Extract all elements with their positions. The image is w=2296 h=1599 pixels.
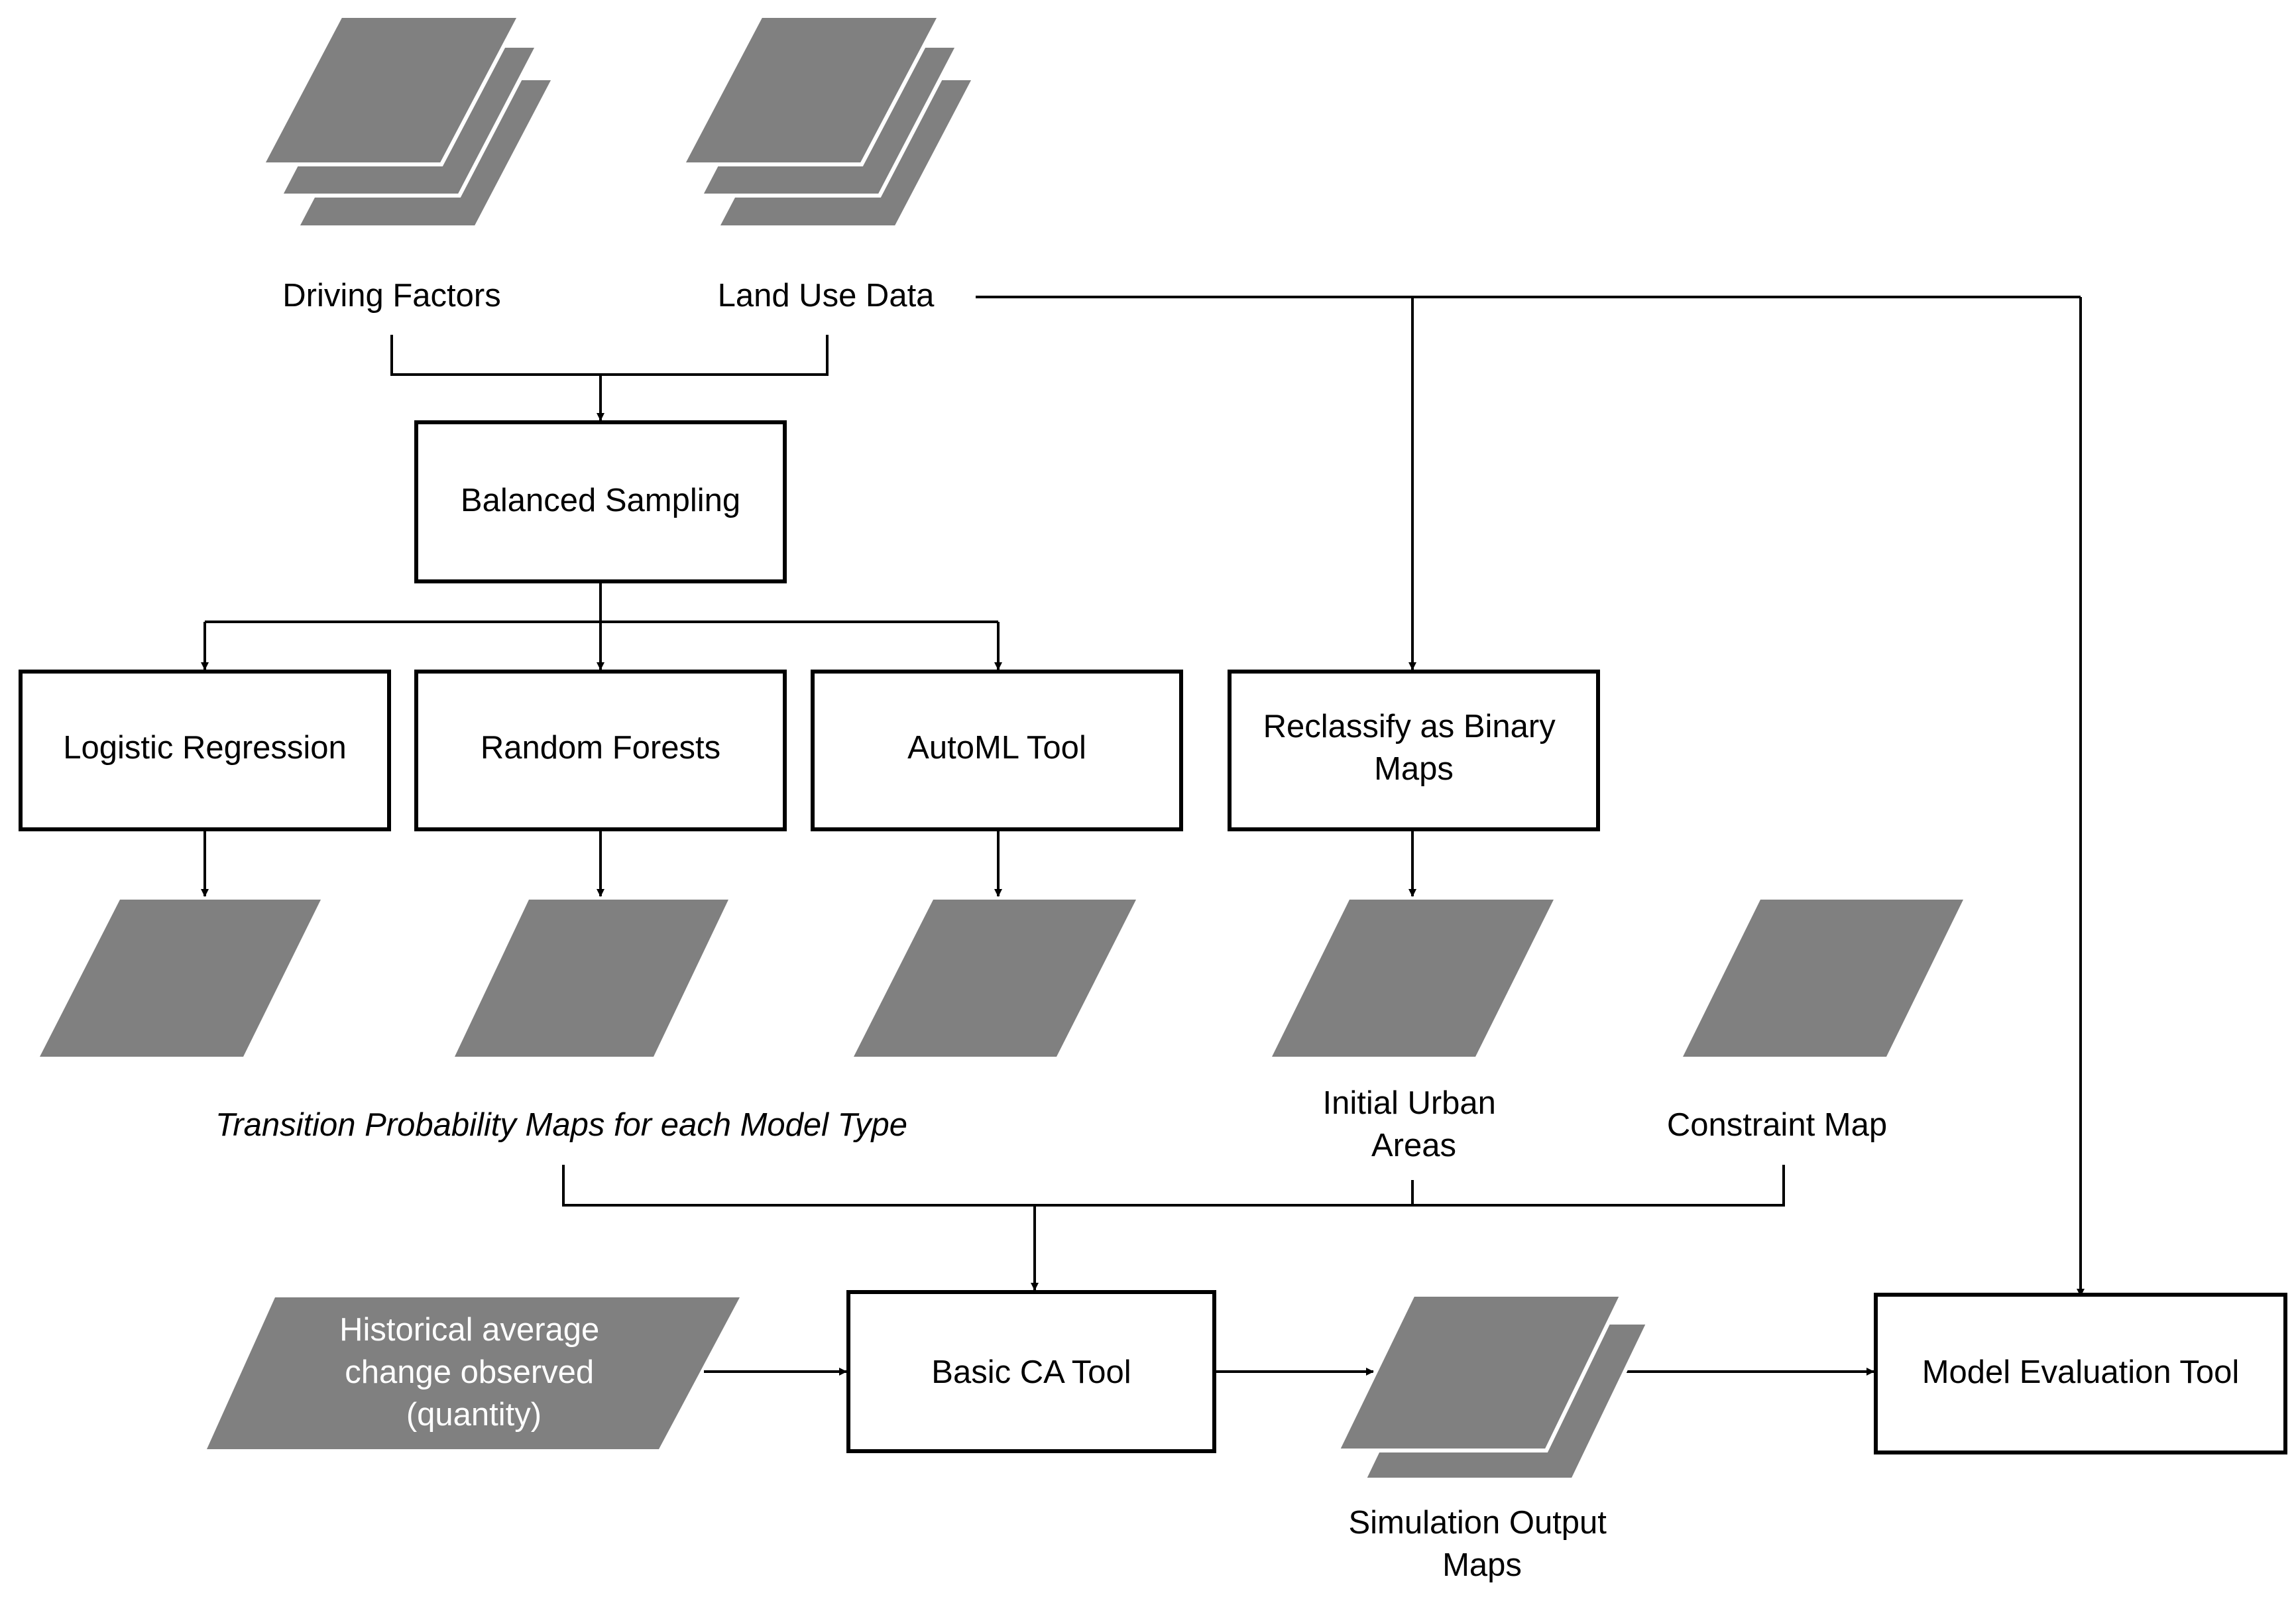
balanced-sampling-box <box>414 420 787 583</box>
land-use-data-stack-icon <box>679 14 978 229</box>
simulation-output-label: Simulation Output Maps <box>1348 1505 1615 1583</box>
basic-ca-tool-box <box>846 1290 1216 1453</box>
automl-tool-box <box>811 670 1183 831</box>
initial-urban-map-icon <box>1272 900 1554 1057</box>
initial-urban-line-1: Initial Urban <box>1322 1085 1495 1121</box>
model-evaluation-tool-label: Model Evaluation Tool <box>1922 1354 2240 1390</box>
automl-tool-label: AutoML Tool <box>907 730 1086 766</box>
reclassify-label-line-2: Maps <box>1374 751 1454 787</box>
driving-factors-stack-icon <box>259 14 557 229</box>
logistic-regression-label: Logistic Regression <box>63 730 347 766</box>
historical-change-line-1: Historical average <box>339 1312 599 1348</box>
balanced-sampling-label: Balanced Sampling <box>461 483 740 518</box>
historical-change-label: Historical average change observed (quan… <box>339 1312 608 1433</box>
constraint-map-icon <box>1683 900 1963 1057</box>
driving-factors-label: Driving Factors <box>282 278 500 314</box>
logistic-regression-box <box>19 670 391 831</box>
model-evaluation-tool-box <box>1874 1293 2287 1454</box>
reclassify-label: Reclassify as Binary Maps <box>1263 709 1565 787</box>
historical-change-line-2: change observed <box>345 1354 594 1390</box>
reclassify-box <box>1228 670 1600 831</box>
random-forests-map-icon <box>455 900 728 1057</box>
connector-lines <box>201 296 2085 1376</box>
simulation-output-stack-icon <box>1334 1293 1652 1482</box>
historical-change-input-icon <box>207 1297 740 1449</box>
constraint-map-label: Constraint Map <box>1667 1107 1887 1143</box>
random-forests-label: Random Forests <box>481 730 720 766</box>
initial-urban-label: Initial Urban Areas <box>1322 1085 1505 1163</box>
transition-maps-label: Transition Probability Maps for each Mod… <box>215 1107 907 1143</box>
reclassify-label-line-1: Reclassify as Binary <box>1263 709 1556 744</box>
logistic-map-icon <box>40 900 321 1057</box>
simulation-output-line-2: Maps <box>1442 1547 1522 1583</box>
random-forests-box <box>414 670 787 831</box>
initial-urban-line-2: Areas <box>1371 1128 1456 1163</box>
simulation-output-line-1: Simulation Output <box>1348 1505 1607 1541</box>
automl-map-icon <box>854 900 1136 1057</box>
basic-ca-tool-label: Basic CA Tool <box>931 1354 1131 1390</box>
historical-change-line-3: (quantity) <box>406 1397 542 1433</box>
land-use-data-label: Land Use Data <box>718 278 935 314</box>
